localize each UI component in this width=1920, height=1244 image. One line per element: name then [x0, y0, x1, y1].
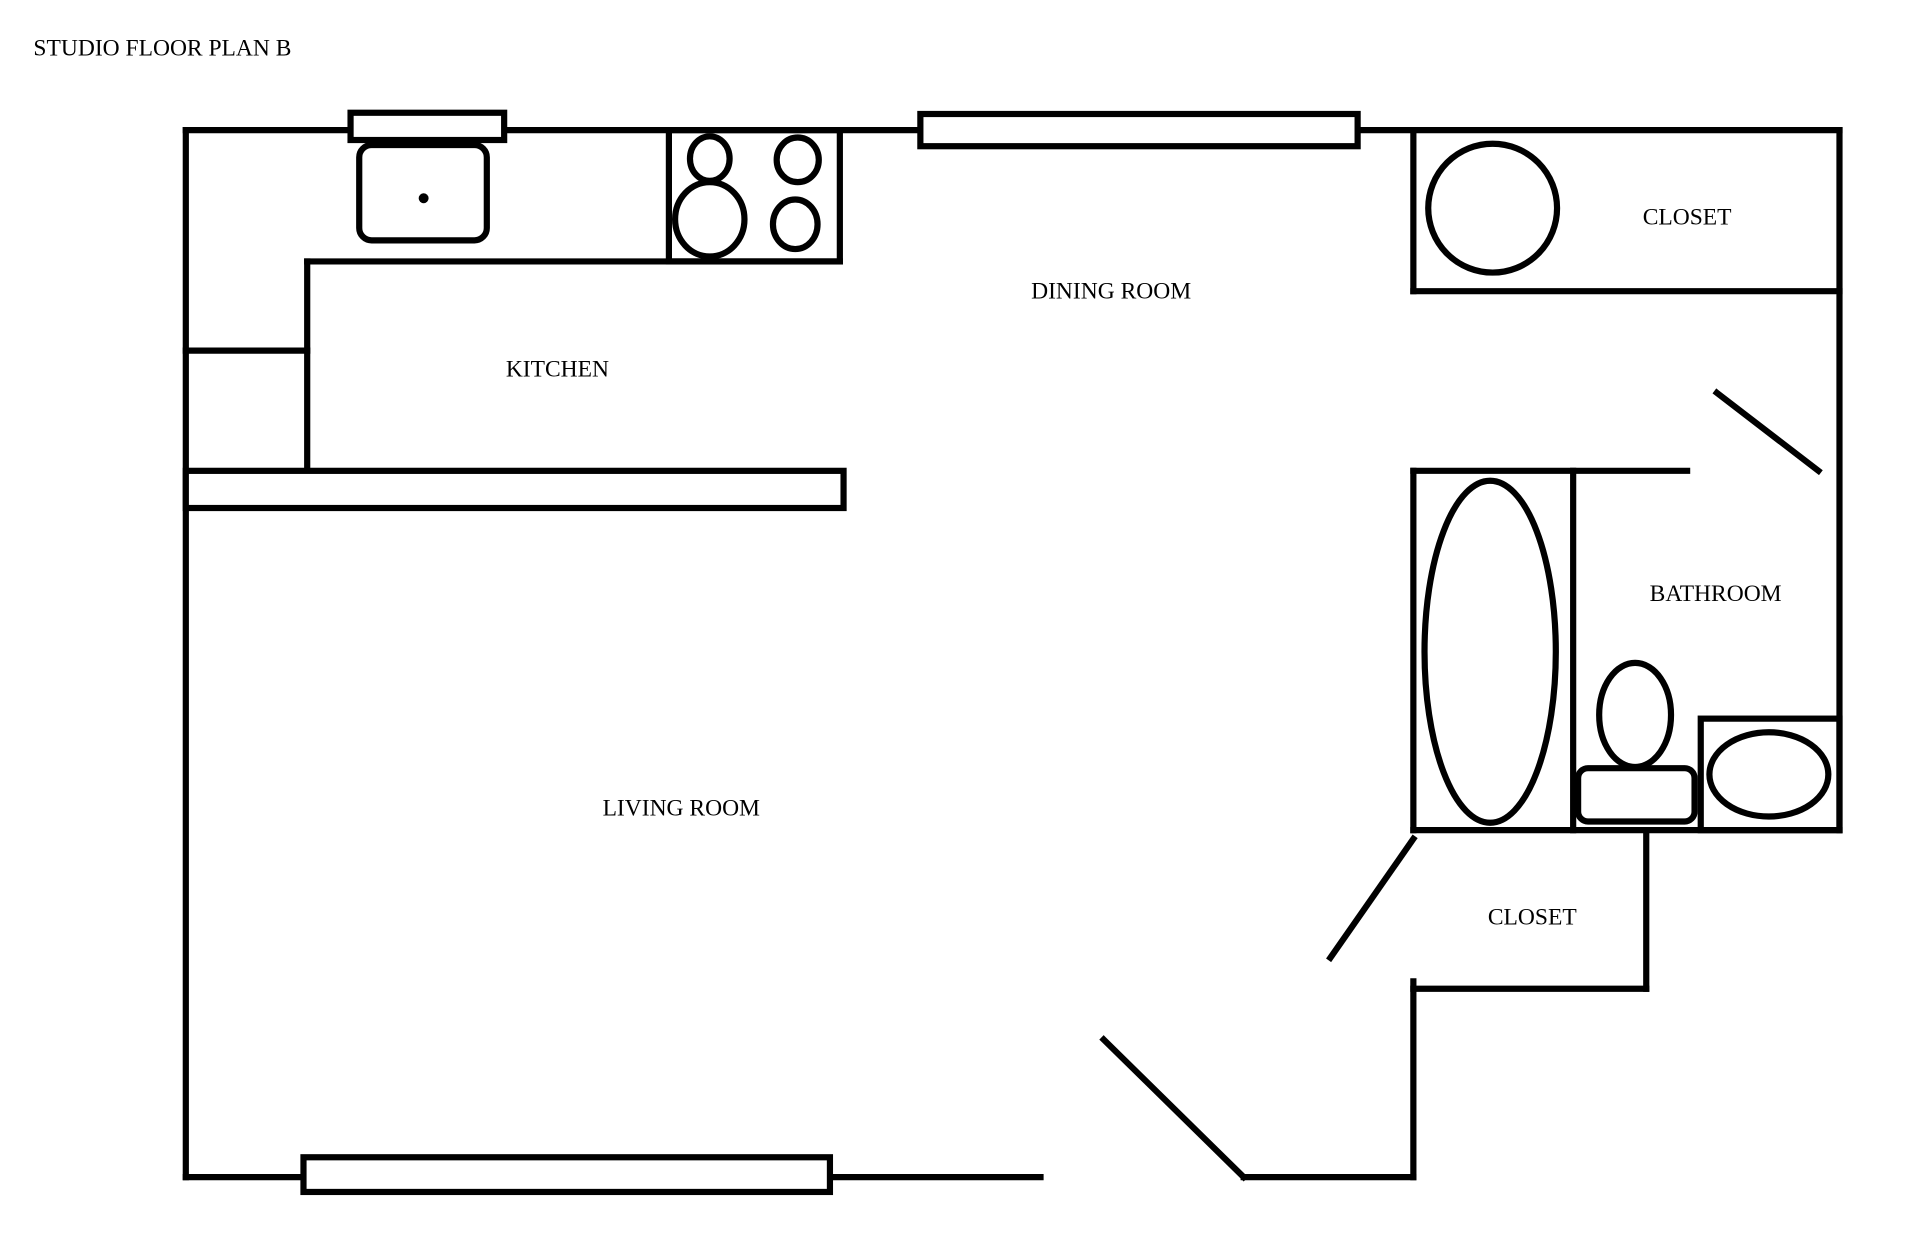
- toilet-tank-icon: [1575, 765, 1698, 825]
- kitchen: [182, 127, 847, 512]
- top-closet: [1410, 127, 1843, 295]
- vanity-icon: [1697, 715, 1843, 834]
- sink-drain-icon: [418, 193, 429, 204]
- bathroom-door: [1712, 388, 1823, 476]
- bathtub-icon: [1421, 477, 1559, 826]
- toilet-bowl-icon: [1596, 659, 1675, 771]
- kitchen-window: [347, 109, 508, 144]
- burner-icon: [773, 134, 822, 186]
- label-closet-top: CLOSET: [1643, 204, 1732, 230]
- bottom-closet: [1326, 827, 1650, 992]
- label-dining-room: DINING ROOM: [1031, 279, 1191, 305]
- living-window: [300, 1154, 834, 1196]
- burner-icon: [686, 133, 733, 184]
- bathroom-sink-icon: [1706, 729, 1832, 820]
- closet-door: [1326, 834, 1418, 963]
- label-kitchen: KITCHEN: [506, 357, 609, 383]
- label-closet-bottom: CLOSET: [1488, 904, 1577, 930]
- dining-window: [917, 110, 1361, 150]
- kitchen-partition-wall: [182, 467, 847, 512]
- plan-title: STUDIO FLOOR PLAN B: [33, 36, 291, 62]
- label-bathroom: BATHROOM: [1650, 581, 1782, 607]
- burner-icon: [672, 179, 748, 260]
- sink-icon: [356, 141, 490, 244]
- outer-walls: [182, 127, 1843, 1181]
- bathroom: [1410, 388, 1843, 834]
- entry-door: [1099, 1035, 1249, 1182]
- label-living-room: LIVING ROOM: [603, 795, 760, 821]
- windows: [300, 109, 1361, 1196]
- stove-icon: [665, 127, 843, 265]
- water-heater-icon: [1425, 140, 1561, 276]
- burner-icon: [769, 196, 821, 253]
